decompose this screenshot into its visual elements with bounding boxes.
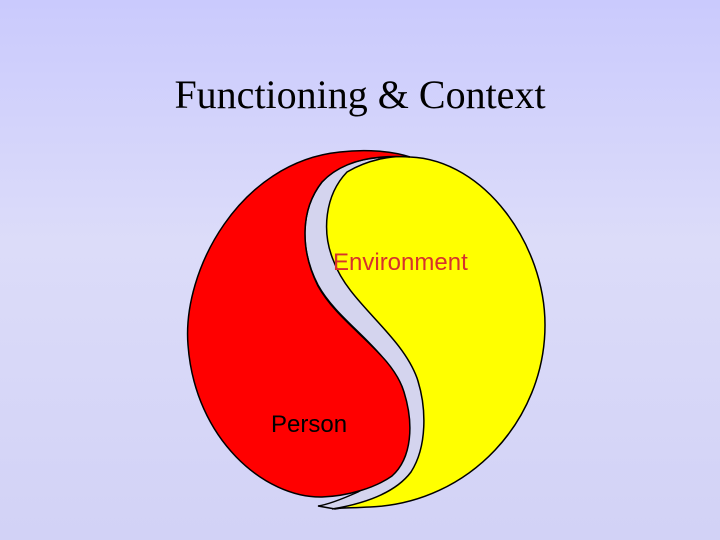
person-shape — [186, 149, 411, 498]
person-label: Person — [271, 411, 347, 438]
environment-label: Environment — [333, 249, 468, 276]
slide-title: Functioning & Context — [174, 72, 546, 117]
environment-shape — [325, 155, 546, 510]
